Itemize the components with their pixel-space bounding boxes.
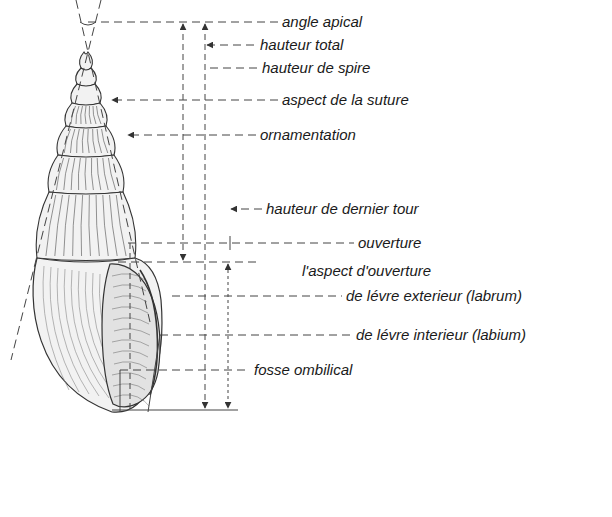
part-label: hauteur total xyxy=(260,36,343,54)
label-holder: fosse ombilical xyxy=(254,361,352,379)
part-label: fosse ombilical xyxy=(254,361,352,379)
label-holder: hauteur de spire xyxy=(262,59,370,77)
label-holder: ornamentation xyxy=(260,126,356,144)
part-label: hauteur de spire xyxy=(262,59,370,77)
part-label: hauteur de dernier tour xyxy=(266,200,419,218)
label-holder: ouverture xyxy=(358,234,421,252)
label-holder: l'aspect d'ouverture xyxy=(302,262,431,280)
label-holder: de lévre interieur (labium) xyxy=(356,326,526,344)
part-label: aspect de la suture xyxy=(282,91,409,109)
label-holder: hauteur de dernier tour xyxy=(266,200,419,218)
part-label: de lévre exterieur (labrum) xyxy=(346,287,522,305)
shell-drawing xyxy=(33,52,162,412)
part-label: de lévre interieur (labium) xyxy=(356,326,526,344)
part-label: ouverture xyxy=(358,234,421,252)
part-label: angle apical xyxy=(282,13,362,31)
label-holder: angle apical xyxy=(282,13,362,31)
part-label: ornamentation xyxy=(260,126,356,144)
label-holder: aspect de la suture xyxy=(282,91,409,109)
label-holder: de lévre exterieur (labrum) xyxy=(346,287,522,305)
label-holder: hauteur total xyxy=(260,36,343,54)
part-label: l'aspect d'ouverture xyxy=(302,262,431,280)
